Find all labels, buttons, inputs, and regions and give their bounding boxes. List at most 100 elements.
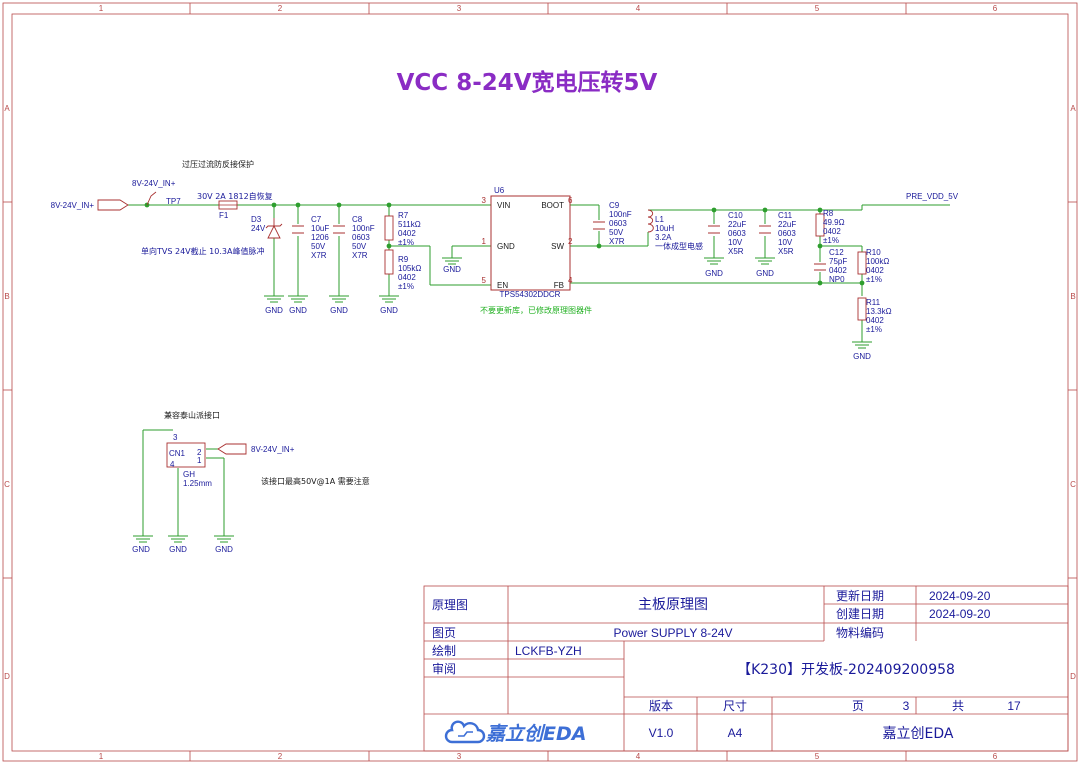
column-label: 6 <box>993 4 998 13</box>
component-value: 75pF <box>829 257 847 266</box>
capacitor-symbol <box>593 221 605 230</box>
title-block-text: 原理图 主板原理图 图页 Power SUPPLY 8-24V 绘制 LCKFB… <box>432 588 1021 742</box>
component-value: X5R <box>728 247 744 256</box>
component-value: 0402 <box>866 316 884 325</box>
schematic-title: VCC 8-24V宽电压转5V <box>397 69 658 96</box>
component-value: 3.2A <box>655 233 672 242</box>
row-label: D <box>1070 672 1076 681</box>
component-value: 0603 <box>728 229 746 238</box>
component-value: ±1% <box>866 275 882 284</box>
gnd-label: GND <box>265 306 283 315</box>
tb-key-version: 版本 <box>649 699 673 713</box>
component-value: 一体成型电感 <box>655 241 703 251</box>
component-ref: R10 <box>866 248 881 257</box>
connector-cn1: CN1 3 2 1 4 GH 1.25mm <box>166 433 212 488</box>
column-label: 2 <box>278 4 283 13</box>
row-label: A <box>4 104 10 113</box>
ic-part-number: TPS54302DDCR <box>500 290 561 299</box>
junction-dots <box>144 202 865 286</box>
input-port-label: 8V-24V_IN+ <box>51 201 95 210</box>
ic-u6: U6 TPS54302DDCR VIN GND EN BOOT SW FB 3 … <box>482 186 573 299</box>
component-ref: C8 <box>352 215 363 224</box>
tvs-note: 单向TVS 24V截止 10.3A峰值脉冲 <box>141 246 264 256</box>
easyeda-logo: 嘉立创EDA <box>444 720 586 745</box>
row-label: B <box>4 292 9 301</box>
resistor-r11-labels: R11 13.3kΩ 0402 ±1% <box>866 298 892 334</box>
connector-ref: CN1 <box>169 449 186 458</box>
fuse-symbol: 30V 2A 1812自恢复 F1 <box>197 191 273 220</box>
component-value: 0402 <box>398 229 416 238</box>
component-ref: L1 <box>655 215 664 224</box>
column-label: 1 <box>99 4 104 13</box>
title-block-grid <box>423 585 1069 752</box>
tb-key-review: 审阅 <box>432 661 456 676</box>
input-net-port: 8V-24V_IN+ <box>51 199 129 211</box>
row-label: A <box>1070 104 1076 113</box>
connector-net-port: 8V-24V_IN+ <box>217 443 295 455</box>
component-value: 22uF <box>778 220 796 229</box>
component-value: 0402 <box>823 227 841 236</box>
net-flag-label: 8V-24V_IN+ <box>132 179 176 188</box>
tb-key-page: 图页 <box>432 626 456 640</box>
tb-key-pagenum: 页 <box>852 699 864 713</box>
ic-pin-number: 1 <box>482 237 487 246</box>
ic-pin-name: FB <box>554 281 564 290</box>
component-value: NP0 <box>829 275 845 284</box>
gnd-label: GND <box>443 265 461 274</box>
connector-pin: 1 <box>197 456 202 465</box>
ic-pin-name: BOOT <box>541 201 564 210</box>
capacitor-c10-labels: C10 22uF 0603 10V X5R <box>728 211 746 256</box>
gnd-label: GND <box>853 352 871 361</box>
tb-key-material: 物料编码 <box>836 625 884 640</box>
ic-pin-name: VIN <box>497 201 511 210</box>
row-label: C <box>4 480 10 489</box>
capacitor-symbol <box>333 225 345 234</box>
resistor-symbol <box>384 215 394 275</box>
row-label: B <box>1070 292 1075 301</box>
capacitor-c8-labels: C8 100nF 0603 50V X7R <box>352 215 375 260</box>
component-value: 10uH <box>655 224 674 233</box>
component-value: 105kΩ <box>398 264 421 273</box>
component-value: 100kΩ <box>866 257 889 266</box>
connector-pin: 4 <box>170 460 175 469</box>
cloud-icon <box>444 720 486 744</box>
gnd-label: GND <box>330 306 348 315</box>
inductor-l1-labels: L1 10uH 3.2A 一体成型电感 <box>655 215 703 251</box>
ic-pin-number: 5 <box>482 276 487 285</box>
capacitor-symbol <box>292 225 304 234</box>
inductor-symbol <box>647 209 654 233</box>
component-value: 1206 <box>311 233 329 242</box>
component-value: 50V <box>311 242 326 251</box>
tvs-ref: D3 <box>251 215 262 224</box>
frame-column-labels: 1 2 3 4 5 6 1 2 3 4 5 6 A B C D A B C D <box>4 4 1076 761</box>
column-label: 3 <box>457 4 462 13</box>
component-value: X7R <box>352 251 368 260</box>
ic-pin-number: 3 <box>482 196 487 205</box>
ic-pin-number: 6 <box>568 196 573 205</box>
row-label: C <box>1070 480 1076 489</box>
gnd-label: GND <box>132 545 150 554</box>
ic-pin-name: EN <box>497 281 508 290</box>
tb-sheet-title: 主板原理图 <box>638 597 708 613</box>
column-label: 4 <box>636 4 641 13</box>
capacitor-c9-labels: C9 100nF 0603 50V X7R <box>609 201 632 246</box>
component-ref: R8 <box>823 209 834 218</box>
component-value: 49.9Ω <box>823 218 845 227</box>
gnd-label: GND <box>705 269 723 278</box>
tb-drawn-by: LCKFB-YZH <box>515 644 582 658</box>
capacitor-c12-labels: C12 75pF 0402 NP0 <box>829 248 847 284</box>
resistor-r8-labels: R8 49.9Ω 0402 ±1% <box>823 209 845 245</box>
column-label: 1 <box>99 752 104 761</box>
component-value: X7R <box>311 251 327 260</box>
testpoint-label: TP7 <box>166 197 181 206</box>
tb-page-number: 3 <box>903 699 910 713</box>
component-value: 100nF <box>609 210 632 219</box>
connector-pin: 2 <box>197 448 202 457</box>
component-value: 0603 <box>352 233 370 242</box>
resistor-r10-labels: R10 100kΩ 0402 ±1% <box>866 248 889 284</box>
column-label: 6 <box>993 752 998 761</box>
connector-package: 1.25mm <box>183 479 212 488</box>
tb-key-schematic: 原理图 <box>432 598 468 612</box>
column-label: 2 <box>278 752 283 761</box>
